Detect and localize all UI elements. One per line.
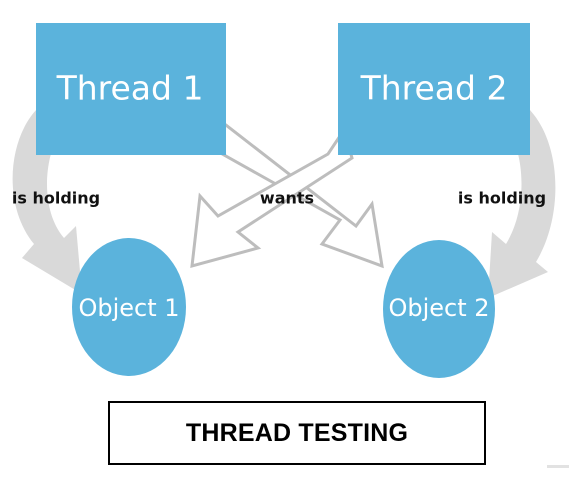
wants-arrow-thread2-to-object1 — [190, 126, 354, 269]
object-1-circle — [72, 238, 186, 376]
thread-1-node: Thread 1 — [36, 23, 226, 155]
thread-2-node: Thread 2 — [338, 23, 530, 155]
object-1-node: Object 1 — [72, 238, 186, 376]
caption-box: THREAD TESTING — [108, 401, 486, 465]
holding-arrow-right-shape — [488, 108, 556, 298]
object-2-circle — [383, 240, 495, 378]
object-2-label: Object 2 — [388, 294, 489, 322]
holding-arrow-right — [488, 108, 556, 298]
left-holding-label: is holding — [12, 189, 100, 208]
thread-2-box — [338, 23, 530, 155]
thread-2-label: Thread 2 — [360, 69, 508, 108]
thread-1-label: Thread 1 — [56, 69, 204, 108]
corner-mark — [547, 465, 569, 468]
wants-arrow-2-shape — [190, 126, 354, 269]
right-holding-label: is holding — [458, 189, 546, 208]
thread-1-box — [36, 23, 226, 155]
caption-title: THREAD TESTING — [185, 418, 409, 447]
object-2-node: Object 2 — [383, 240, 495, 378]
holding-arrow-left-shape — [12, 108, 82, 294]
holding-arrow-left — [12, 108, 82, 294]
object-1-label: Object 1 — [78, 294, 179, 322]
wants-label: wants — [260, 189, 314, 208]
